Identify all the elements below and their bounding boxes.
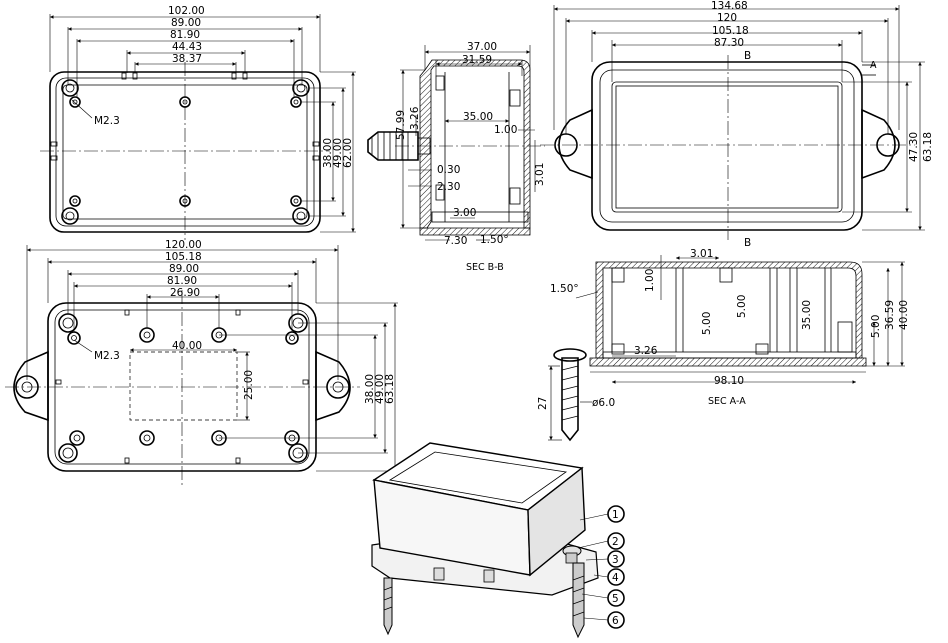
- bb-dim-300: 3.00: [453, 207, 476, 219]
- aa-dim-phi: ø6.0: [592, 397, 615, 409]
- front-view: 134.68 120 105.18 87.30 47.30 63.18 B B …: [540, 0, 934, 249]
- bb-dim-37: 37.00: [467, 41, 497, 53]
- fv-vdim-4730: 47.30: [908, 132, 920, 162]
- callout-4: 4: [612, 572, 619, 584]
- aa-title: SEC A-A: [708, 396, 746, 407]
- bottom-boss-group: [58, 313, 308, 463]
- aa-dim-500a: 5.00: [736, 295, 748, 318]
- bv-dim-89: 89.00: [169, 263, 199, 275]
- bb-dim-030: 0.30: [437, 164, 460, 176]
- bb-dim-230: 2.30: [437, 181, 460, 193]
- fv-vdim-6318: 63.18: [922, 132, 934, 162]
- fv-dim-8730: 87.30: [714, 37, 744, 49]
- bv-vdim-6318: 63.18: [384, 374, 396, 404]
- tv-dim-89: 89.00: [171, 17, 201, 29]
- callout-1: 1: [612, 509, 619, 521]
- tv-vdim-38: 38.00: [322, 138, 334, 168]
- section-bb-view: 37.00 31.59 35.00 1.00 3.01 0.30 2.30 3.…: [367, 41, 546, 273]
- bv-dim-40: 40.00: [172, 340, 202, 352]
- bb-title: SEC B-B: [466, 262, 504, 273]
- callout-6: 6: [612, 615, 619, 627]
- tv-dim-102: 102.00: [168, 5, 205, 17]
- tv-vdim-62: 62.00: [342, 138, 354, 168]
- bv-dim-10518: 105.18: [165, 251, 202, 263]
- tv-vdim-49: 49.00: [332, 138, 344, 168]
- aa-dim-500c: 5.00: [870, 315, 882, 338]
- aa-dim-4000: 40.00: [898, 300, 910, 330]
- bb-dim-35: 35.00: [463, 111, 493, 123]
- top-view: 102.00 89.00 81.90 44.43 38.37 38.00 49.…: [40, 5, 356, 240]
- fv-dim-13468: 134.68: [711, 0, 748, 12]
- aa-dim-500b: 5.00: [701, 312, 713, 335]
- aa-screw: [553, 348, 587, 442]
- tv-label-m23: M2.3: [94, 115, 120, 127]
- bv-dim-8190: 81.90: [167, 275, 197, 287]
- bv-dim-2690: 26.90: [170, 287, 200, 299]
- bb-dim-100: 1.00: [494, 124, 517, 136]
- aa-dim-27: 27: [537, 397, 549, 410]
- callout-3: 3: [612, 554, 619, 566]
- bb-dim-3159: 31.59: [462, 54, 492, 66]
- bb-dim-301: 3.01: [534, 163, 546, 186]
- aa-dim-326: 3.26: [634, 345, 658, 357]
- bv-vdim-49: 49.00: [374, 374, 386, 404]
- bv-vdim-25: 25.00: [243, 370, 255, 400]
- bv-dim-120: 120.00: [165, 239, 202, 251]
- bv-vdim-38: 38.00: [364, 374, 376, 404]
- aa-dim-3659: 36.59: [884, 300, 896, 330]
- fv-label-b-bottom: B: [744, 237, 751, 249]
- fv-dim-120: 120: [717, 12, 737, 24]
- aa-dim-100: 1.00: [644, 269, 656, 292]
- tv-dim-4443: 44.43: [172, 41, 202, 53]
- isometric-view: 1 2 3 4 5 6: [371, 442, 625, 639]
- bb-dim-730: 7.30: [444, 235, 467, 247]
- callout-5: 5: [612, 593, 619, 605]
- fv-label-b-top: B: [744, 50, 751, 62]
- aa-dim-150: 1.50°: [550, 283, 579, 295]
- aa-dim-3500: 35.00: [801, 300, 813, 330]
- aa-dim-301: 3.01: [690, 248, 713, 260]
- bb-dim-150: 1.50°: [480, 234, 509, 246]
- bb-dim-5799: 57.99: [395, 110, 407, 140]
- bv-label-m23: M2.3: [94, 350, 120, 362]
- aa-dim-9810: 98.10: [714, 375, 744, 387]
- boss-group: [61, 79, 310, 225]
- fv-label-a: A: [870, 60, 877, 71]
- bb-dim-326: 3.26: [409, 106, 421, 130]
- tv-dim-3837: 38.37: [172, 53, 202, 65]
- bottom-view: 120.00 105.18 89.00 81.90 26.90 40.00 25…: [5, 239, 398, 485]
- fv-dim-10518: 105.18: [712, 25, 749, 37]
- section-aa-view: 3.01 1.00 5.00 5.00 35.00 3.26 98.10 1.5…: [537, 248, 910, 442]
- tv-dim-8190: 81.90: [170, 29, 200, 41]
- callout-2: 2: [612, 536, 619, 548]
